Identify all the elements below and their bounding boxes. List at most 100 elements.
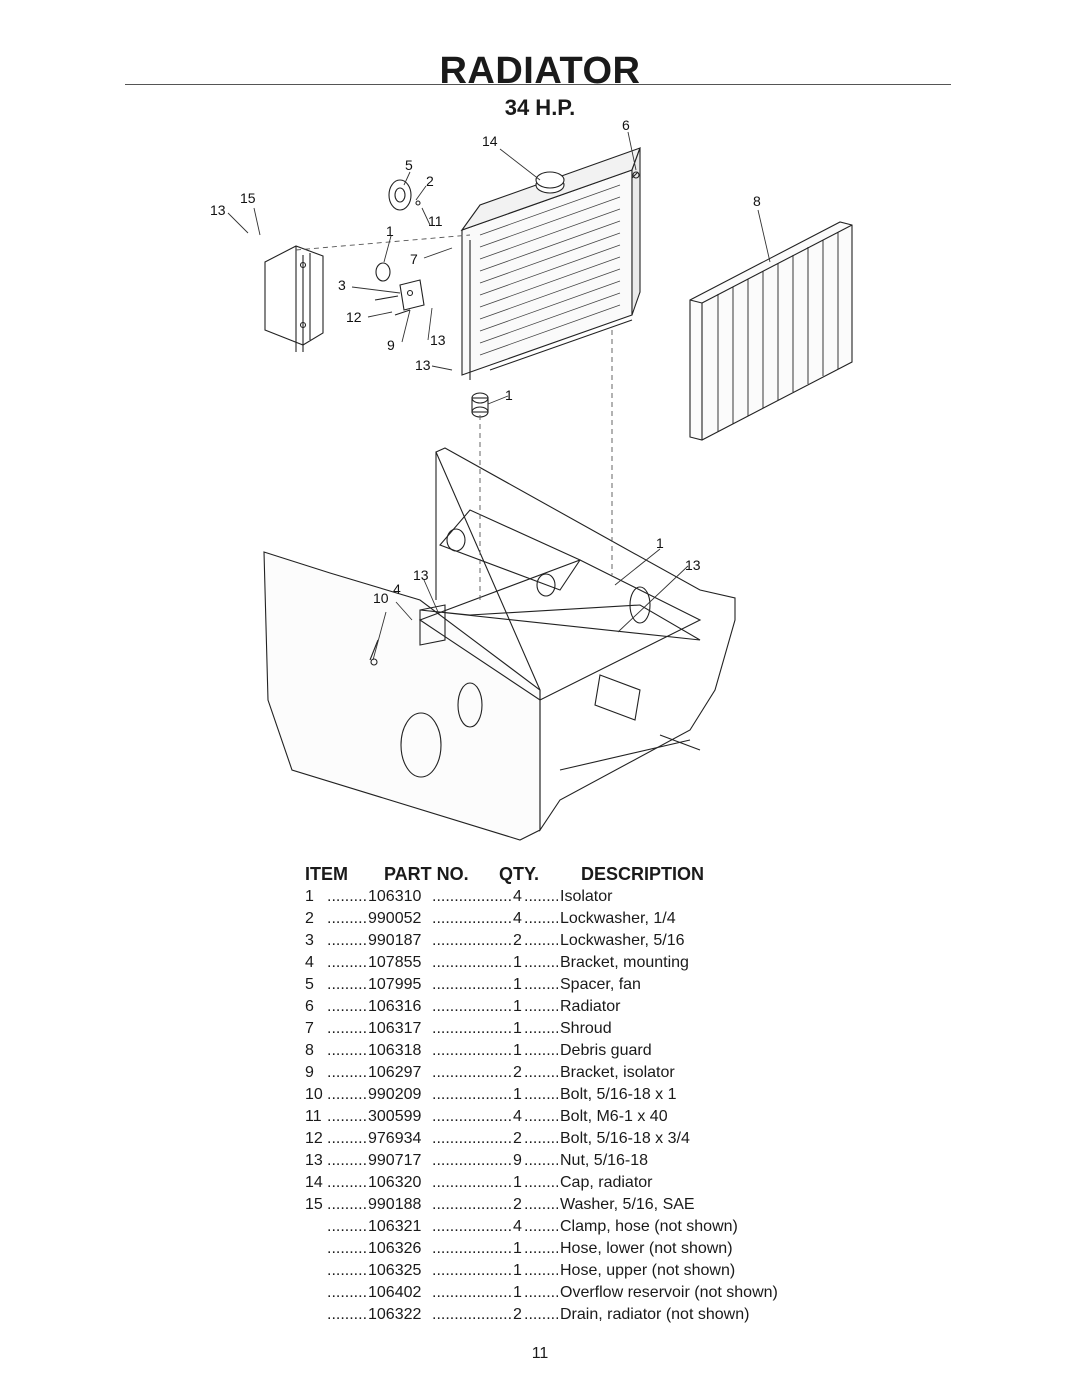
item-number: 1 [305, 888, 314, 905]
part-number: 107855 [368, 954, 422, 971]
parts-row: ..........................106322........… [305, 1306, 865, 1328]
parts-row: 14..........................106320......… [305, 1174, 865, 1196]
callout-1: 1 [656, 535, 664, 551]
description: Lockwasher, 5/16 [560, 932, 685, 949]
item-number: 11 [305, 1108, 322, 1125]
description: Isolator [560, 888, 613, 905]
quantity: 1 [513, 1086, 522, 1103]
callout-15: 15 [240, 190, 256, 206]
dot-leader: .......................... [327, 1284, 368, 1301]
quantity: 1 [513, 1042, 522, 1059]
dot-leader: .......................... [524, 888, 558, 905]
part-number: 106317 [368, 1020, 422, 1037]
dot-leader: .......................... [432, 1152, 512, 1169]
quantity: 9 [513, 1152, 522, 1169]
quantity: 2 [513, 1130, 522, 1147]
part-number: 990209 [368, 1086, 422, 1103]
dot-leader: .......................... [432, 932, 512, 949]
dot-leader: .......................... [524, 1042, 558, 1059]
dot-leader: .......................... [327, 954, 368, 971]
fan-spacer-drawing [388, 179, 421, 211]
dot-leader: .......................... [327, 1196, 368, 1213]
callout-13: 13 [415, 357, 431, 373]
item-number: 5 [305, 976, 314, 993]
page-subtitle: 34 H.P. [504, 95, 576, 120]
parts-row: 9..........................106297.......… [305, 1064, 865, 1086]
dot-leader: .......................... [524, 1262, 558, 1279]
header-part-no: PART NO. [384, 864, 469, 884]
callout-14: 14 [482, 133, 498, 149]
item-number: 7 [305, 1020, 314, 1037]
dot-leader: .......................... [432, 998, 512, 1015]
description: Drain, radiator (not shown) [560, 1306, 750, 1323]
item-number: 3 [305, 932, 314, 949]
parts-row: 5..........................107995.......… [305, 976, 865, 998]
parts-row: ..........................106321........… [305, 1218, 865, 1240]
quantity: 4 [513, 1218, 522, 1235]
quantity: 4 [513, 888, 522, 905]
description: Hose, lower (not shown) [560, 1240, 733, 1257]
isolator-drawing [471, 392, 489, 418]
callout-1: 1 [505, 387, 513, 403]
callout-2: 2 [426, 173, 434, 189]
shroud-drawing [264, 245, 324, 352]
dot-leader: .......................... [327, 1064, 368, 1081]
dot-leader: .......................... [524, 1284, 558, 1301]
header-description: DESCRIPTION [581, 864, 705, 884]
dot-leader: .......................... [524, 1174, 558, 1191]
callout-13: 13 [685, 557, 701, 573]
dot-leader: .......................... [432, 888, 512, 905]
item-number: 9 [305, 1064, 314, 1081]
quantity: 2 [513, 932, 522, 949]
quantity: 1 [513, 1174, 522, 1191]
frame-drawing [263, 447, 736, 841]
dot-leader: .......................... [432, 976, 512, 993]
dot-leader: .......................... [524, 1218, 558, 1235]
dot-leader: .......................... [432, 1108, 512, 1125]
dot-leader: .......................... [327, 1174, 368, 1191]
item-number: 2 [305, 910, 314, 927]
dot-leader: .......................... [432, 1130, 512, 1147]
dot-leader: .......................... [524, 1020, 558, 1037]
item-number: 12 [305, 1130, 323, 1147]
dot-leader: .......................... [327, 976, 368, 993]
callout-4: 4 [393, 581, 401, 597]
dot-leader: .......................... [432, 1306, 512, 1323]
dot-leader: .......................... [524, 1130, 558, 1147]
callout-1: 1 [386, 223, 394, 239]
part-number: 106316 [368, 998, 422, 1015]
item-number: 4 [305, 954, 314, 971]
part-number: 106322 [368, 1306, 422, 1323]
parts-row: 11..........................300599......… [305, 1108, 865, 1130]
description: Bracket, mounting [560, 954, 689, 971]
part-number: 106318 [368, 1042, 422, 1059]
part-number: 976934 [368, 1130, 422, 1147]
parts-row: 1..........................106310.......… [305, 888, 865, 910]
quantity: 1 [513, 1240, 522, 1257]
dot-leader: .......................... [432, 1218, 512, 1235]
part-number: 990187 [368, 932, 422, 949]
parts-row: 12.......................... 976934......… [305, 1130, 865, 1152]
dot-leader: .......................... [432, 1284, 512, 1301]
description: Debris guard [560, 1042, 652, 1059]
description: Hose, upper (not shown) [560, 1262, 736, 1279]
parts-row: 6..........................106316.......… [305, 998, 865, 1020]
dot-leader: .......................... [327, 998, 368, 1015]
item-number: 8 [305, 1042, 314, 1059]
item-number: 14 [305, 1174, 323, 1191]
description: Bolt, 5/16-18 x 1 [560, 1086, 677, 1103]
part-number: 106325 [368, 1262, 422, 1279]
dot-leader: .......................... [327, 932, 368, 949]
callout-12: 12 [346, 309, 362, 325]
callout-13: 13 [413, 567, 429, 583]
parts-row: 13..........................990717......… [305, 1152, 865, 1174]
parts-row: 10..........................990209......… [305, 1086, 865, 1108]
callout-11: 11 [428, 213, 443, 229]
dot-leader: .......................... [432, 1020, 512, 1037]
dot-leader: .......................... [432, 1196, 512, 1213]
description: Bolt, 5/16-18 x 3/4 [560, 1130, 690, 1147]
callout-9: 9 [387, 337, 395, 353]
part-number: 106297 [368, 1064, 422, 1081]
isolator-bracket-drawing [374, 262, 425, 316]
dot-leader: .......................... [432, 1064, 512, 1081]
